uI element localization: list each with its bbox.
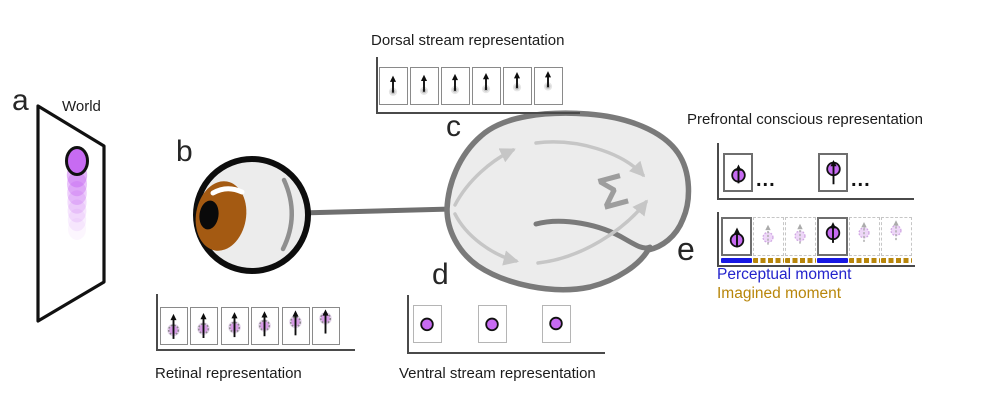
stimulus-box xyxy=(785,217,816,256)
moment-column xyxy=(849,217,880,263)
prefrontal-title: Prefrontal conscious representation xyxy=(687,111,923,128)
prefrontal-axis xyxy=(717,143,914,200)
motion-trail xyxy=(66,162,88,240)
stimulus-box xyxy=(251,307,280,345)
retinal-axis xyxy=(156,294,355,351)
stimulus-box xyxy=(410,67,439,105)
stimulus-box xyxy=(721,217,752,256)
panel-letter-d: d xyxy=(432,258,449,291)
ventral-pathway-arrow-2 xyxy=(536,199,648,265)
stimulus-box xyxy=(160,307,188,345)
stimulus-box xyxy=(472,67,501,105)
stimulus-box xyxy=(441,67,470,105)
stimulus-box xyxy=(881,217,912,256)
moment-column xyxy=(785,217,816,263)
retinal-title: Retinal representation xyxy=(155,365,302,382)
world-label: World xyxy=(62,98,101,115)
eye-icon xyxy=(193,156,311,274)
ventral-pathway-arrow-1 xyxy=(453,212,519,266)
retinal-box-strip xyxy=(160,307,340,345)
stimulus-box xyxy=(849,217,880,256)
ventral-box-strip xyxy=(413,305,571,343)
ventral-title: Ventral stream representation xyxy=(399,365,596,382)
panel-letter-e: e xyxy=(677,231,695,267)
stimulus-box xyxy=(818,153,848,192)
imagined-moment-bar xyxy=(881,258,912,263)
prefrontal-ellipsis-2: ... xyxy=(851,169,871,191)
stimulus-box xyxy=(534,67,563,105)
sylvian-fissure xyxy=(533,218,653,251)
imagined-moment-bar xyxy=(785,258,816,263)
stimulus-box xyxy=(220,307,249,345)
moment-column xyxy=(753,217,784,263)
iris xyxy=(195,181,247,251)
stimulus-box xyxy=(281,307,310,345)
panel-letter-c: c xyxy=(446,110,461,143)
pupil xyxy=(199,200,219,230)
stimulus-box xyxy=(413,305,442,343)
stimulus-box xyxy=(477,305,507,343)
moving-ball xyxy=(65,146,89,176)
retina-arc xyxy=(280,177,294,252)
imagined-moment-label: Imagined moment xyxy=(717,285,842,302)
moments-axis xyxy=(717,212,915,267)
dorsal-pathway-arrow-1 xyxy=(453,148,516,207)
prefrontal-box-strip xyxy=(723,153,848,192)
ventral-axis xyxy=(407,295,605,354)
perceptual-moment-bar xyxy=(721,258,752,263)
perceptual-moment-label: Perceptual moment xyxy=(717,266,852,283)
panel-letter-a: a xyxy=(12,84,29,117)
stimulus-box xyxy=(503,67,532,105)
stimulus-box xyxy=(311,307,340,345)
brain-outline xyxy=(444,110,692,293)
stimulus-box xyxy=(723,153,753,192)
moments-box-strip xyxy=(721,217,912,263)
prefrontal-ellipsis-1: ... xyxy=(756,169,776,191)
dorsal-pathway-arrow-2 xyxy=(534,140,646,178)
dorsal-axis xyxy=(376,57,580,114)
eye-highlight xyxy=(210,186,245,196)
imagined-moment-bar xyxy=(849,258,880,263)
stimulus-box xyxy=(817,217,848,256)
stimulus-box xyxy=(542,305,571,343)
perceptual-moment-bar xyxy=(817,258,848,263)
moment-column xyxy=(817,217,848,263)
optic-nerve xyxy=(299,206,453,216)
stimulus-box xyxy=(379,67,408,105)
moment-column xyxy=(881,217,912,263)
stream-pathways xyxy=(453,140,648,266)
dorsal-box-strip xyxy=(379,67,563,105)
imagined-moment-bar xyxy=(753,258,784,263)
panel-letter-b: b xyxy=(176,135,193,168)
stimulus-box xyxy=(753,217,784,256)
dorsal-title: Dorsal stream representation xyxy=(371,32,565,49)
moment-column xyxy=(721,217,752,263)
stimulus-box xyxy=(190,307,219,345)
